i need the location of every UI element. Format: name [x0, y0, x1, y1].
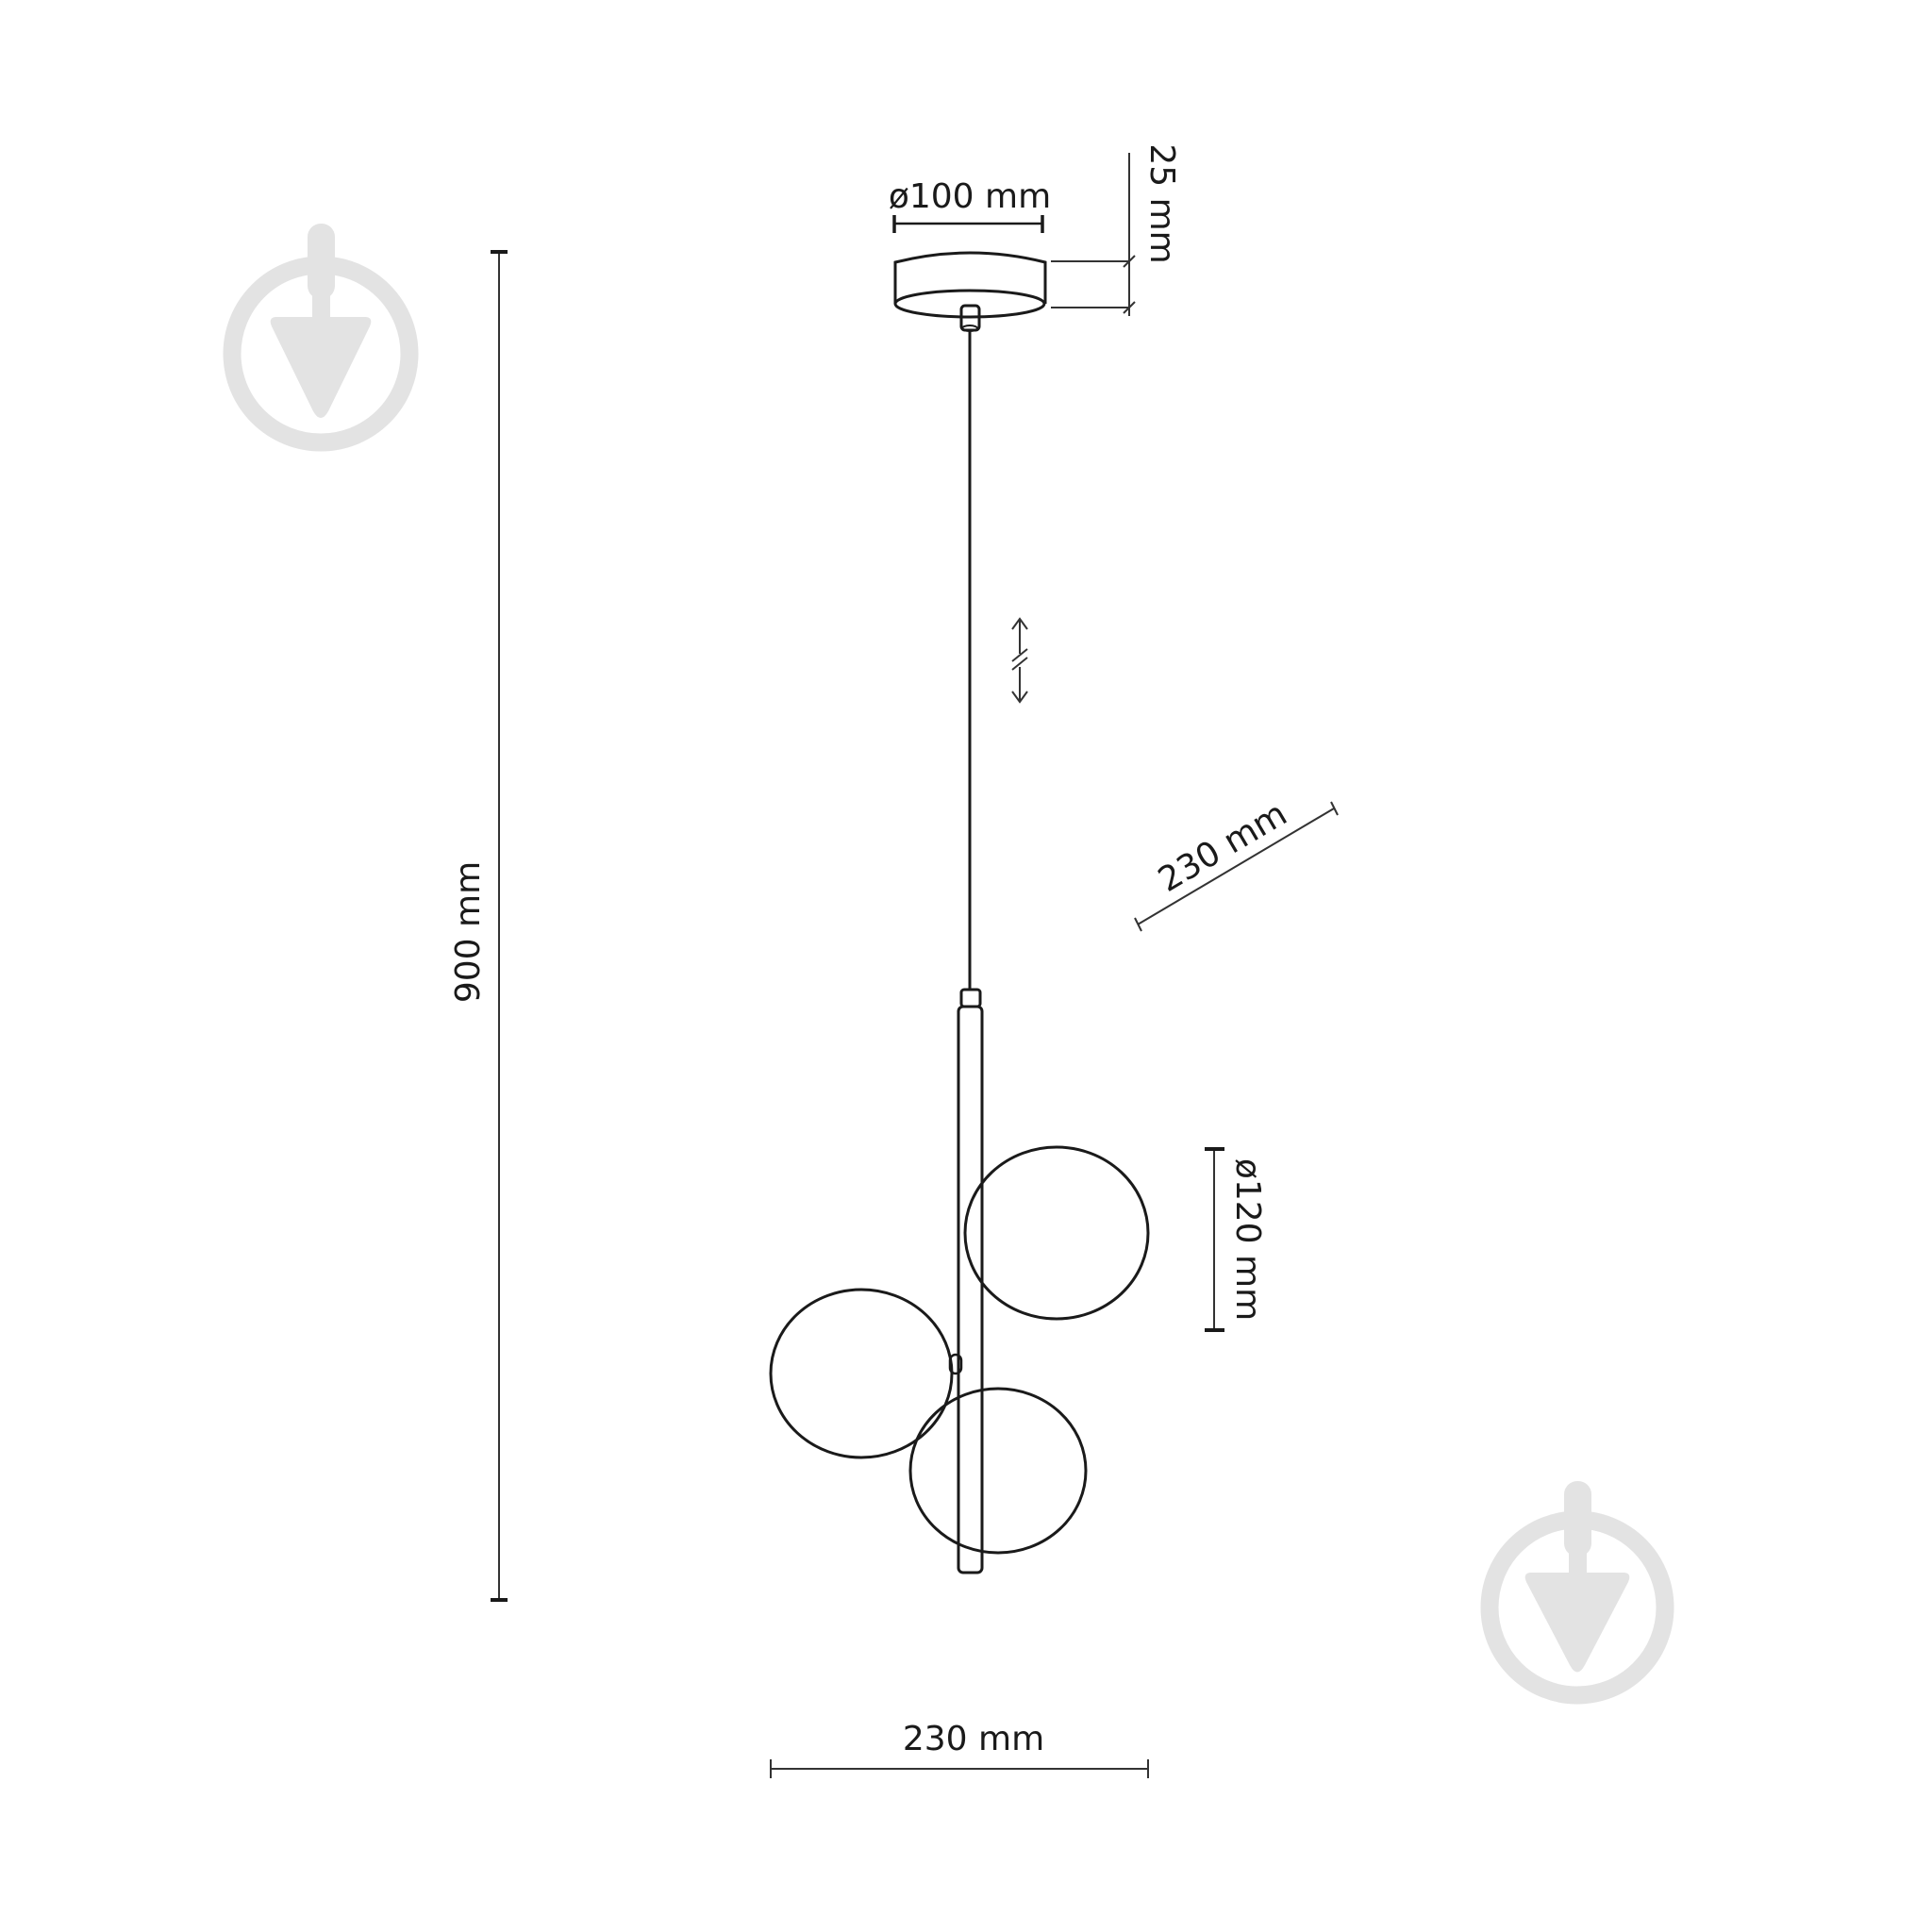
- depth-label: 230 mm: [1152, 794, 1293, 900]
- depth-dimension: 230 mm: [1134, 794, 1339, 932]
- height-dimension: 900 mm: [449, 250, 508, 1602]
- trowel-logo-icon: [1480, 1481, 1674, 1705]
- globe-diameter-label: ø120 mm: [1228, 1158, 1267, 1321]
- canopy-diameter-label: ø100 mm: [889, 177, 1051, 216]
- canopy-height-label: 25 mm: [1142, 143, 1181, 263]
- adjustable-length-arrow-icon: [1011, 617, 1028, 704]
- width-label: 230 mm: [903, 1720, 1044, 1758]
- trowel-logo-icon: [223, 224, 419, 452]
- glass-globes: [769, 1288, 1088, 1555]
- globe-connector: [948, 1353, 963, 1375]
- globe-bottom: [908, 1387, 1088, 1555]
- lamp-rod: [959, 988, 982, 1008]
- width-dimension: 230 mm: [770, 1720, 1149, 1778]
- globe-diameter-dimension: ø120 mm: [1205, 1147, 1267, 1332]
- canopy-diameter-dimension: ø100 mm: [889, 177, 1051, 233]
- lamp-rod-tube: [957, 1005, 984, 1574]
- height-label: 900 mm: [449, 861, 488, 1003]
- globe-left: [769, 1288, 954, 1459]
- canopy-height-dimension: 25 mm: [1051, 143, 1181, 316]
- ceiling-canopy: [893, 251, 1047, 332]
- globe-top: [963, 1145, 1150, 1321]
